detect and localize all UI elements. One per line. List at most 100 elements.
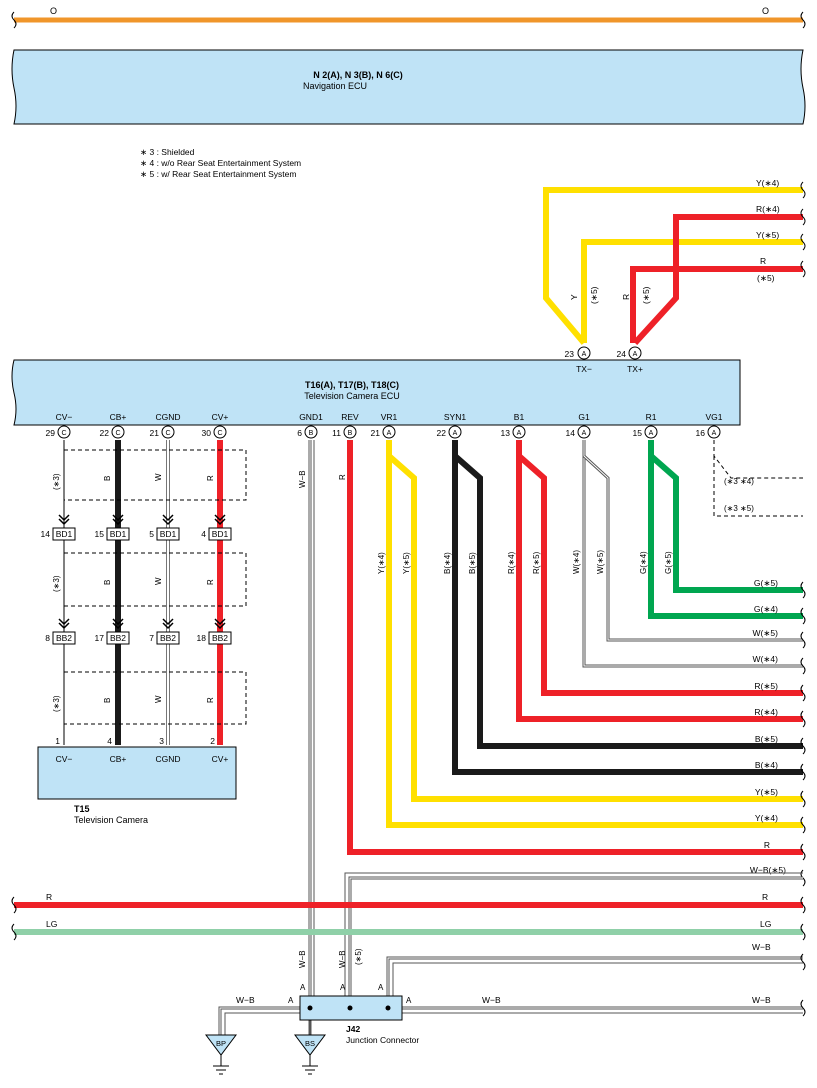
wire-b1-r5 [517,453,803,696]
pin-cb-plus-label: CB+ [110,412,127,422]
cam-wire-b-2: B [103,580,112,585]
tv-ecu-subtitle: Television Camera ECU [304,391,400,401]
pin-syn1-label: SYN1 [444,412,466,422]
junction-connector: A A A A A J42 Junction Connector [288,983,419,1045]
pin-16-num: 16 [696,428,706,438]
cam-wire-r-2: R [206,579,215,585]
pin-11-conn: B [348,430,353,437]
out-wb5: W−B(∗5) [750,865,786,875]
vlabel-r5: R(∗5) [532,551,541,574]
cam-pin-cv-plus: CV+ [212,754,229,764]
pin-cv-plus-label: CV+ [212,412,229,422]
pin-21a-conn: A [387,430,392,437]
pin-30-num: 30 [202,428,212,438]
tv-ecu-title: T16(A), T17(B), T18(C) [305,380,399,390]
wire-y5-tx [581,239,803,343]
j42-pin-a-1: A [288,996,294,1005]
j42-pin-a-5: A [406,996,412,1005]
pin-15-num: 15 [633,428,643,438]
out-y4: Y(∗4) [755,813,778,823]
note-wo-rse: ∗ 4 : w/o Rear Seat Entertainment System [140,158,301,168]
vlabel-g5: G(∗5) [664,551,673,574]
bd1-num-1: 14 [41,529,51,539]
pin-14-conn: A [582,430,587,437]
vlabel-y4: Y(∗4) [377,552,386,574]
vlabel-5-lower: (∗5) [354,948,363,965]
notes-legend: ∗ 3 : Shielded ∗ 4 : w/o Rear Seat Enter… [140,147,301,179]
bd1-name-2: BD1 [110,529,127,539]
vlabel-b5: B(∗5) [468,552,477,574]
pin-21c-num: 21 [150,428,160,438]
bd1-num-4: 4 [201,529,206,539]
cam-pin-num-1: 1 [55,736,60,746]
pin-rev-label: REV [341,412,359,422]
lg-bus-left-label: LG [46,919,57,929]
out-b5: B(∗5) [755,734,778,744]
vlabel-r: R [621,294,631,300]
vlabel-r-5: (∗5) [641,286,651,304]
note-w-rse: ∗ 5 : w/ Rear Seat Entertainment System [140,169,296,179]
vlabel-y-5: (∗5) [589,286,599,304]
r-bus-left-label: R [46,892,52,902]
pin-22c-num: 22 [100,428,110,438]
pin-gnd1-label: GND1 [299,412,323,422]
wire-vr1-y4 [386,440,803,828]
tv-ecu-top-pins: 23 A TX− 24 A TX+ [565,346,643,374]
pin-23-conn: A [582,351,587,358]
cam-pin-cgnd: CGND [155,754,180,764]
out-g4: G(∗4) [754,604,778,614]
junction-subtitle: Junction Connector [346,1035,419,1045]
bb2-name-2: BB2 [110,633,126,643]
note-shielded: ∗ 3 : Shielded [140,147,195,157]
out-r: R [764,840,770,850]
ground-bp: BP [205,1034,237,1075]
bb2-num-4: 18 [197,633,207,643]
j42-pin-a-2: A [300,983,306,992]
shield-label-2: (∗3) [52,575,61,592]
vlabel-r4: R(∗4) [507,551,516,574]
cam-pin-cv-minus: CV− [56,754,73,764]
vlabel-rev-r: R [338,474,347,480]
pin-21a-num: 21 [371,428,381,438]
pin-22a-conn: A [453,430,458,437]
out-y5: Y(∗5) [755,787,778,797]
vlabel-y5: Y(∗5) [402,552,411,574]
j42-pin-a-3: A [340,983,346,992]
pin-16-conn: A [712,430,717,437]
wire-r1-g4 [648,440,803,619]
label-r4: R(∗4) [756,204,780,214]
pin-r1-label: R1 [646,412,657,422]
r-bus-right-label: R [762,892,768,902]
connector-chevrons [58,514,226,630]
wire-vg1-shield [713,440,803,517]
label-y5: Y(∗5) [756,230,779,240]
cam-wire-w-3: W [154,695,163,703]
bd1-name-3: BD1 [160,529,177,539]
bd1-num-3: 5 [149,529,154,539]
shield-label-1: (∗3) [52,473,61,490]
pin-6-num: 6 [297,428,302,438]
wire-wb-upper [386,956,803,1008]
wire-r4-tx [632,214,803,346]
wire-r5-tx [630,266,803,343]
wire-y4-tx [543,187,803,345]
junction-title: J42 [346,1024,360,1034]
cam-pin-num-2: 2 [210,736,215,746]
vlabel-w5: W(∗5) [596,550,605,574]
pin-11-num: 11 [332,428,341,438]
wb-mid-label: W−B [482,995,501,1005]
vlabel-g4: G(∗4) [639,551,648,574]
vlabel-gnd1-wb: W−B [298,470,307,488]
pin-29-num: 29 [46,428,56,438]
pin-24-label: TX+ [627,364,643,374]
vlabel-wb-lower: W−B [338,950,347,968]
camera-subtitle: Television Camera [74,815,148,825]
bd1-name-1: BD1 [56,529,73,539]
cam-pin-num-4: 4 [107,736,112,746]
vlabel-gnd1-wb-lower: W−B [298,950,307,968]
bus-o-right-label: O [762,6,769,16]
bb2-num-1: 8 [45,633,50,643]
wb-left-label: W−B [236,995,255,1005]
out-w4: W(∗4) [752,654,778,664]
